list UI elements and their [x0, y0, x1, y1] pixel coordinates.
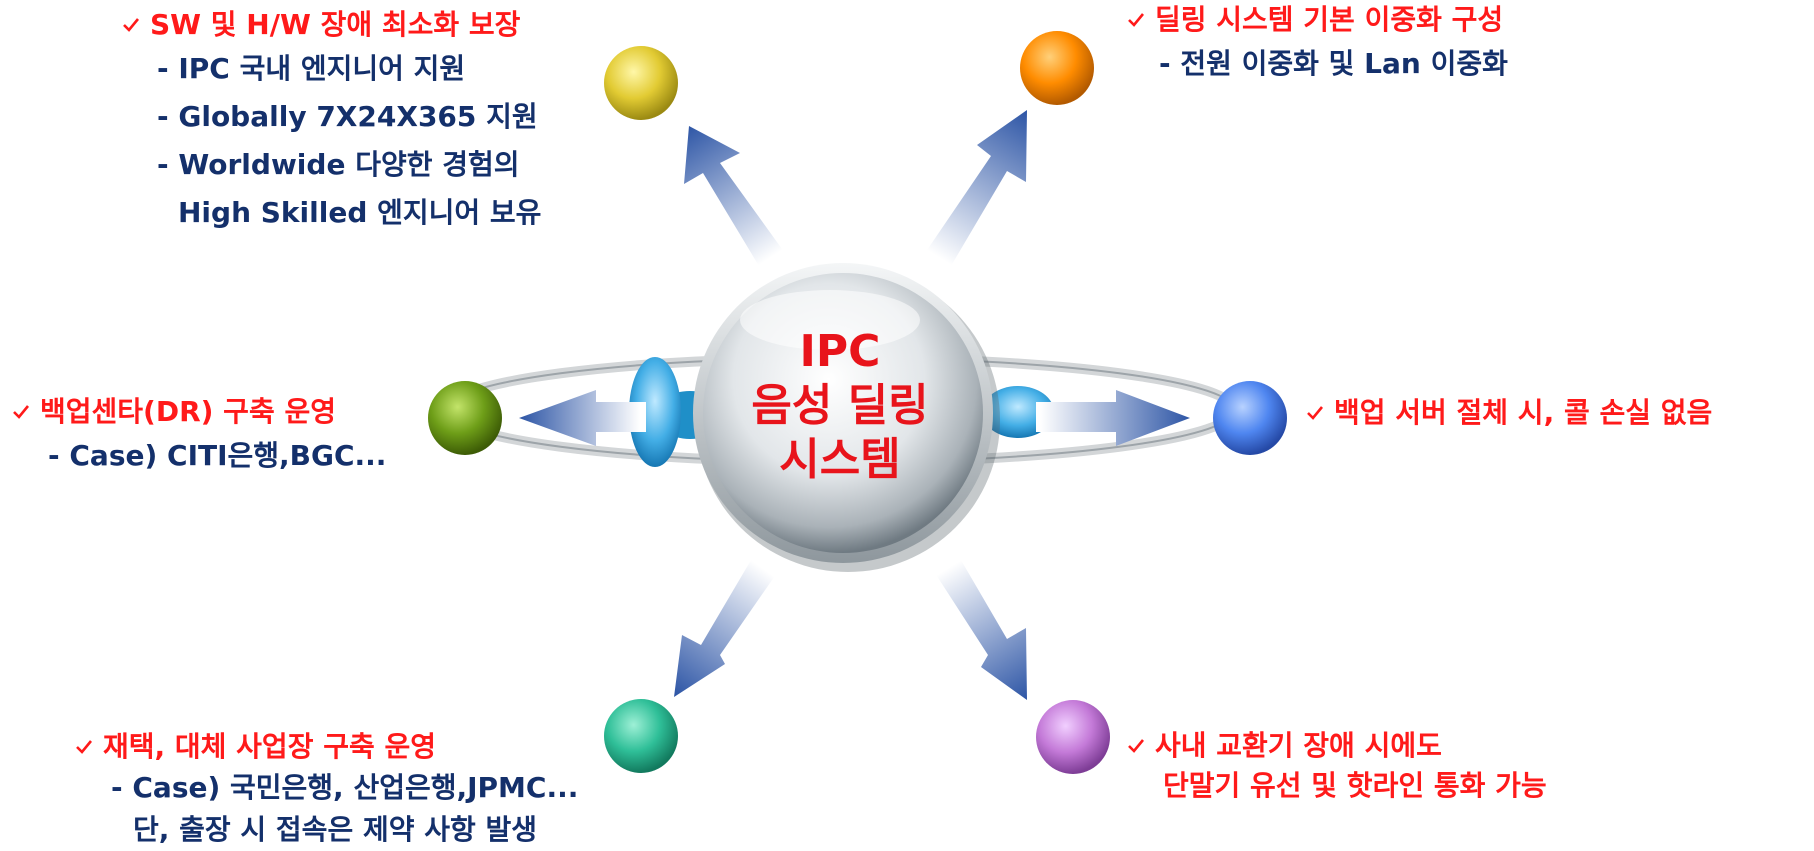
block-right: 백업 서버 절체 시, 콜 손실 없음 [1306, 393, 1712, 433]
block-top-right: 딜링 시스템 기본 이중화 구성 - 전원 이중화 및 Lan 이중화 [1127, 0, 1508, 88]
node-left [428, 381, 502, 455]
block-top-right-heading: 딜링 시스템 기본 이중화 구성 [1127, 0, 1508, 40]
arrow-bottom-right [933, 555, 1027, 700]
sub-item: - IPC 국내 엔지니어 지원 [157, 52, 466, 85]
arrow-top-left [684, 126, 787, 271]
check-icon [1128, 13, 1145, 27]
block-bottom-right-heading: 사내 교환기 장애 시에도 [1127, 726, 1547, 766]
node-top-right [1020, 31, 1094, 105]
heading-text: SW 및 H/W 장애 최소화 보장 [150, 8, 521, 41]
check-icon [1307, 406, 1324, 420]
check-icon [76, 740, 93, 754]
heading-text: 딜링 시스템 기본 이중화 구성 [1155, 3, 1504, 36]
node-top-left [604, 46, 678, 120]
center-title-line-3: 시스템 [779, 434, 901, 485]
heading-text: 백업 서버 절체 시, 콜 손실 없음 [1334, 396, 1713, 429]
node-bottom-right [1036, 700, 1110, 774]
sub-item: 단, 출장 시 접속은 제약 사항 발생 [133, 813, 538, 846]
check-icon [123, 18, 140, 32]
sub-item: High Skilled 엔지니어 보유 [178, 196, 542, 229]
arrow-left [519, 390, 646, 446]
block-left-heading: 백업센타(DR) 구축 운영 [12, 392, 386, 432]
block-bottom-right-heading-line-2: 단말기 유선 및 핫라인 통화 가능 [1163, 769, 1547, 802]
block-top-left-heading: SW 및 H/W 장애 최소화 보장 [122, 5, 541, 45]
check-icon [1128, 739, 1145, 753]
center-sphere-highlight [740, 290, 920, 350]
heading-text: 재택, 대체 사업장 구축 운영 [103, 730, 436, 763]
arrow-bottom-left [674, 555, 779, 697]
block-bottom-left: 재택, 대체 사업장 구축 운영 - Case) 국민은행, 산업은행,JPMC… [75, 727, 578, 851]
heading-text: 백업센타(DR) 구축 운영 [40, 395, 336, 428]
center-title-line-2: 음성 딜링 [751, 380, 929, 431]
block-top-left: SW 및 H/W 장애 최소화 보장 - IPC 국내 엔지니어 지원 - Gl… [122, 5, 541, 237]
center-title-line-1: IPC [799, 326, 881, 377]
check-icon [13, 405, 30, 419]
arrow-top-right [923, 110, 1027, 271]
block-bottom-left-heading: 재택, 대체 사업장 구축 운영 [75, 727, 578, 767]
sub-item: - Globally 7X24X365 지원 [157, 100, 538, 133]
sub-item: - Case) CITI은행,BGC... [48, 439, 387, 472]
sub-item: - Worldwide 다양한 경험의 [157, 148, 520, 181]
block-left: 백업센타(DR) 구축 운영 - Case) CITI은행,BGC... [12, 392, 386, 480]
lens-left [629, 357, 681, 467]
sub-item: - Case) 국민은행, 산업은행,JPMC... [111, 771, 579, 804]
sub-item: - 전원 이중화 및 Lan 이중화 [1159, 47, 1508, 80]
block-right-heading: 백업 서버 절체 시, 콜 손실 없음 [1306, 393, 1712, 433]
node-bottom-left [604, 699, 678, 773]
block-bottom-right: 사내 교환기 장애 시에도 단말기 유선 및 핫라인 통화 가능 [1127, 726, 1547, 806]
arrow-right [1036, 390, 1190, 446]
node-right [1213, 381, 1287, 455]
heading-text: 사내 교환기 장애 시에도 [1155, 729, 1442, 762]
center-title: IPC 음성 딜링 시스템 [715, 325, 965, 487]
